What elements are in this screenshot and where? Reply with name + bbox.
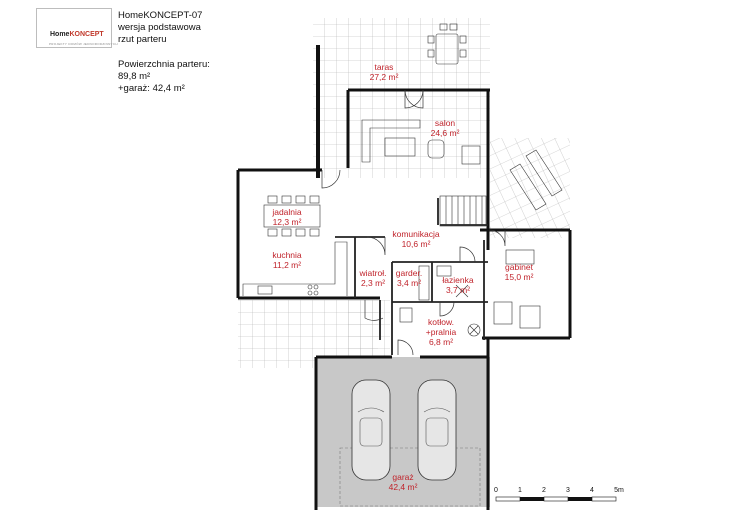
furniture [242, 23, 563, 337]
doors [321, 89, 506, 356]
logo-home: Home [50, 31, 70, 38]
area-ground-floor: 89,8 m² [118, 71, 151, 82]
scale-label-4: 4 [590, 487, 594, 494]
title-line-1: HomeKONCEPT-07 [118, 10, 203, 21]
scale-label-0: 0 [494, 487, 498, 494]
logo-koncept: KONCEPT [69, 31, 104, 38]
title-line-2: wersja podstawowa [118, 22, 201, 33]
logo-text: HomeKONCEPT [50, 31, 104, 38]
plan-title: HomeKONCEPT-07 wersja podstawowa rzut pa… [118, 10, 202, 46]
room-label-wiatrolap: wiatroł. 2,3 m² [359, 268, 387, 288]
garage-floor [316, 357, 490, 507]
logo: HomeKONCEPT PROJEKTY DOMÓW JEDNORODZINNY… [36, 8, 117, 48]
scale-label-2: 2 [542, 487, 546, 494]
cars [351, 379, 457, 481]
car-details [357, 407, 451, 447]
scale-label-3: 3 [566, 487, 570, 494]
room-label-gabinet: gabinet 15,0 m² [504, 262, 534, 282]
scale-bar [495, 496, 617, 502]
room-label-komunikacja: komunikacja 10,6 m² [392, 229, 440, 249]
room-label-lazienka: łazienka 3,7 m² [442, 275, 474, 295]
scale-label-1: 1 [518, 487, 522, 494]
paving-mid [348, 300, 390, 360]
room-label-jadalnia: jadalnia 12,3 m² [272, 207, 302, 227]
room-label-garaz: garaż 42,4 m² [388, 472, 418, 492]
area-summary: Powierzchnia parteru: 89,8 m² +garaż: 42… [118, 59, 210, 95]
terrace-right [490, 138, 570, 238]
stairs [439, 195, 487, 227]
driveway-outline [339, 447, 481, 507]
room-label-kotlownia: kotłow. +pralnia 6,8 m² [425, 317, 457, 347]
inner-walls [335, 198, 488, 355]
room-label-salon: salon 24,6 m² [430, 118, 460, 138]
room-label-garderoba: garder. 3,4 m² [395, 268, 423, 288]
logo-tagline: PROJEKTY DOMÓW JEDNORODZINNYCH [49, 42, 118, 46]
room-label-kuchnia: kuchnia 11,2 m² [272, 250, 302, 270]
room-label-taras: taras 27,2 m² [369, 62, 399, 82]
terrace-top [313, 18, 490, 178]
title-line-3: rzut parteru [118, 34, 167, 45]
outer-walls [236, 45, 572, 510]
scale-label-5: 5m [614, 487, 624, 494]
area-garage: +garaż: 42,4 m² [118, 83, 185, 94]
area-label: Powierzchnia parteru: [118, 59, 210, 70]
